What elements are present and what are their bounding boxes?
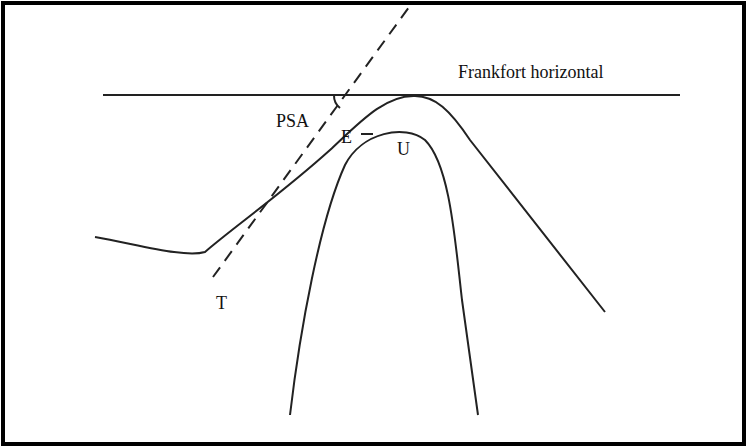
- outer-profile: [95, 96, 605, 312]
- tangent-dashed-line: [213, 3, 412, 277]
- frame-border: [3, 3, 744, 444]
- angle-label: PSA: [276, 112, 309, 130]
- e-u-dash: [361, 133, 373, 135]
- point-label: U: [397, 140, 410, 158]
- angle-arc: [334, 95, 340, 108]
- frankfort-line: [103, 94, 680, 96]
- axis-label: Frankfort horizontal: [458, 63, 603, 81]
- inner-profile: [290, 132, 478, 415]
- point-label: T: [216, 294, 227, 312]
- point-label: E: [341, 128, 352, 146]
